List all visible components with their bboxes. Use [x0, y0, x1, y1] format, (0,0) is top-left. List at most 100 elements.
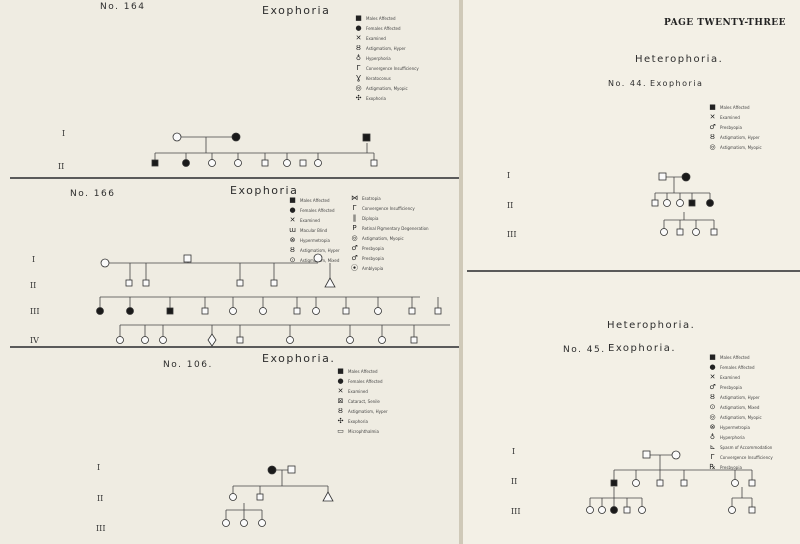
keratoconus-icon: Ɣ [356, 74, 361, 82]
pedigree-44-heading: Heterophoria. [635, 54, 724, 65]
legend-label: Amblyopia [362, 265, 384, 271]
pedigree-45-gen-2: II [511, 477, 518, 486]
legend-label: Presbyopia [362, 255, 384, 261]
legend-label: Exophoria [348, 418, 368, 424]
hypermetropia-icon: ⊗ [709, 423, 716, 431]
legend-label: Astigmatism, Myopic [720, 414, 762, 420]
legend-label: Hyperphoria [366, 55, 391, 61]
legend-label: Exophoria [366, 95, 386, 101]
pedigree-164-legend: ■Males Affected●Females Affected✕Examine… [354, 13, 419, 103]
legend-item: Ρ Retinal Pigmentary Degeneration [350, 223, 429, 233]
pedigree-164-gen-1: I [62, 129, 66, 138]
astig-hyper-icon: Ȣ [710, 133, 715, 141]
hyperphoria-icon: ♁ [355, 54, 362, 62]
legend-item: ♁Hyperphoria [708, 432, 773, 442]
pedigree-45-legend: ■Males Affected●Females Affected✕Examine… [708, 352, 773, 472]
circle-filled-icon: ● [709, 363, 716, 371]
page-heading: PAGE TWENTY-THREE [664, 18, 787, 28]
pedigree-45-number: No. 45. [563, 345, 606, 355]
legend-item: ⊗Hypermetropia [288, 235, 340, 245]
astig-myopic-icon: ◎ [351, 234, 358, 242]
cross-icon: ✕ [709, 373, 716, 381]
square-filled-icon: ■ [709, 103, 716, 111]
square-filled-icon: ■ [355, 14, 362, 22]
legend-label: Astigmatism, Mixed [720, 404, 760, 410]
legend-label: Males Affected [720, 354, 750, 360]
presbyopia-icon: ♂ [351, 254, 358, 262]
legend-item: ■Males Affected [336, 366, 388, 376]
exophoria-icon: ✣ [355, 94, 362, 102]
legend-item: ℞Presbyopia [708, 462, 773, 472]
square-filled-icon: ■ [289, 196, 296, 204]
pedigree-44-gen-1: I [507, 171, 511, 180]
square-filled-icon: ■ [337, 367, 344, 375]
convergence-icon: Γ [352, 204, 357, 212]
legend-label: Males Affected [720, 104, 750, 110]
divider-166-106 [10, 346, 459, 348]
legend-label: Presbyopia [720, 124, 742, 130]
square-filled-icon: ■ [709, 353, 716, 361]
pedigree-164-chart [151, 132, 378, 167]
presbyopia-icon: ♂ [709, 383, 716, 391]
pedigree-106-gen-2: II [97, 494, 104, 503]
legend-label: Astigmatism, Hyper [366, 45, 406, 51]
pedigree-45-gen-3: III [511, 507, 521, 516]
pedigree-44-subtitle: Exophoria [650, 79, 704, 88]
pedigree-166-gen-3: III [30, 307, 40, 316]
pedigree-166-gen-1: I [32, 255, 36, 264]
legend-item: ■ Males Affected [708, 102, 762, 112]
spasm-icon: ⊾ [709, 443, 716, 451]
legend-item: ⊾ Spasm of Accommodation [708, 442, 773, 452]
legend-label: Spasm of Accommodation [720, 444, 773, 450]
legend-label: Hyperphoria [720, 434, 745, 440]
microphthalmia-icon: ▭ [337, 427, 344, 435]
pedigree-44-chart [651, 172, 718, 236]
pedigree-166-number: No. 166 [70, 189, 116, 199]
pedigree-106-gen-3: III [96, 524, 106, 533]
divider-44-45 [467, 270, 800, 272]
pedigree-166-title: Exophoria [230, 184, 299, 197]
legend-label: Astigmatism, Myopic [362, 235, 404, 241]
legend-item: ✣ Exophoria [354, 93, 419, 103]
legend-item: ♂Presbyopia [350, 243, 429, 253]
circle-filled-icon: ● [289, 206, 296, 214]
legend-label: Keratoconus [366, 75, 391, 81]
legend-item: ■Males Affected [354, 13, 419, 23]
pedigree-45-subtitle: Exophoria. [608, 343, 677, 354]
legend-item: ♂Presbyopia [708, 122, 762, 132]
legend-item: ■Males Affected [288, 195, 340, 205]
legend-label: Astigmatism, Myopic [366, 85, 408, 91]
legend-label: Females Affected [720, 364, 755, 370]
legend-item: ⦿Amblyopia [350, 263, 429, 273]
astig-myopic-icon: ◎ [355, 84, 362, 92]
retinal-icon: Ρ [352, 224, 357, 232]
pedigree-44-number: No. 44. [608, 79, 648, 88]
legend-item: ●Females Affected [354, 23, 419, 33]
legend-item: ♂ Presbyopia [350, 253, 429, 263]
legend-item: Γ Convergence Insufficiency [350, 203, 429, 213]
legend-label: Diplopia [362, 215, 379, 221]
astig-hyper-icon: Ȣ [338, 407, 343, 415]
pedigree-106-number: No. 106. [163, 360, 213, 370]
convergence-icon: Γ [710, 453, 715, 461]
pedigree-166-chart [96, 253, 450, 347]
legend-label: Convergence Insufficiency [362, 205, 415, 211]
legend-label: Astigmatism, Hyper [720, 134, 760, 140]
diplopia-icon: ‖ [352, 214, 357, 222]
pedigree-164-gen-2: II [58, 162, 65, 171]
legend-item: ▭Microphthalmia [336, 426, 388, 436]
legend-item: ◎ Astigmatism, Myopic [350, 233, 429, 243]
hypermetropia-icon: ⊗ [289, 236, 296, 244]
pedigree-44-gen-3: III [507, 230, 517, 239]
legend-label: Retinal Pigmentary Degeneration [362, 225, 429, 231]
legend-item: ■ Males Affected [708, 352, 773, 362]
pedigree-44-gen-2: II [507, 201, 514, 210]
legend-label: Presbyopia [720, 384, 742, 390]
legend-label: Examined [300, 217, 320, 223]
